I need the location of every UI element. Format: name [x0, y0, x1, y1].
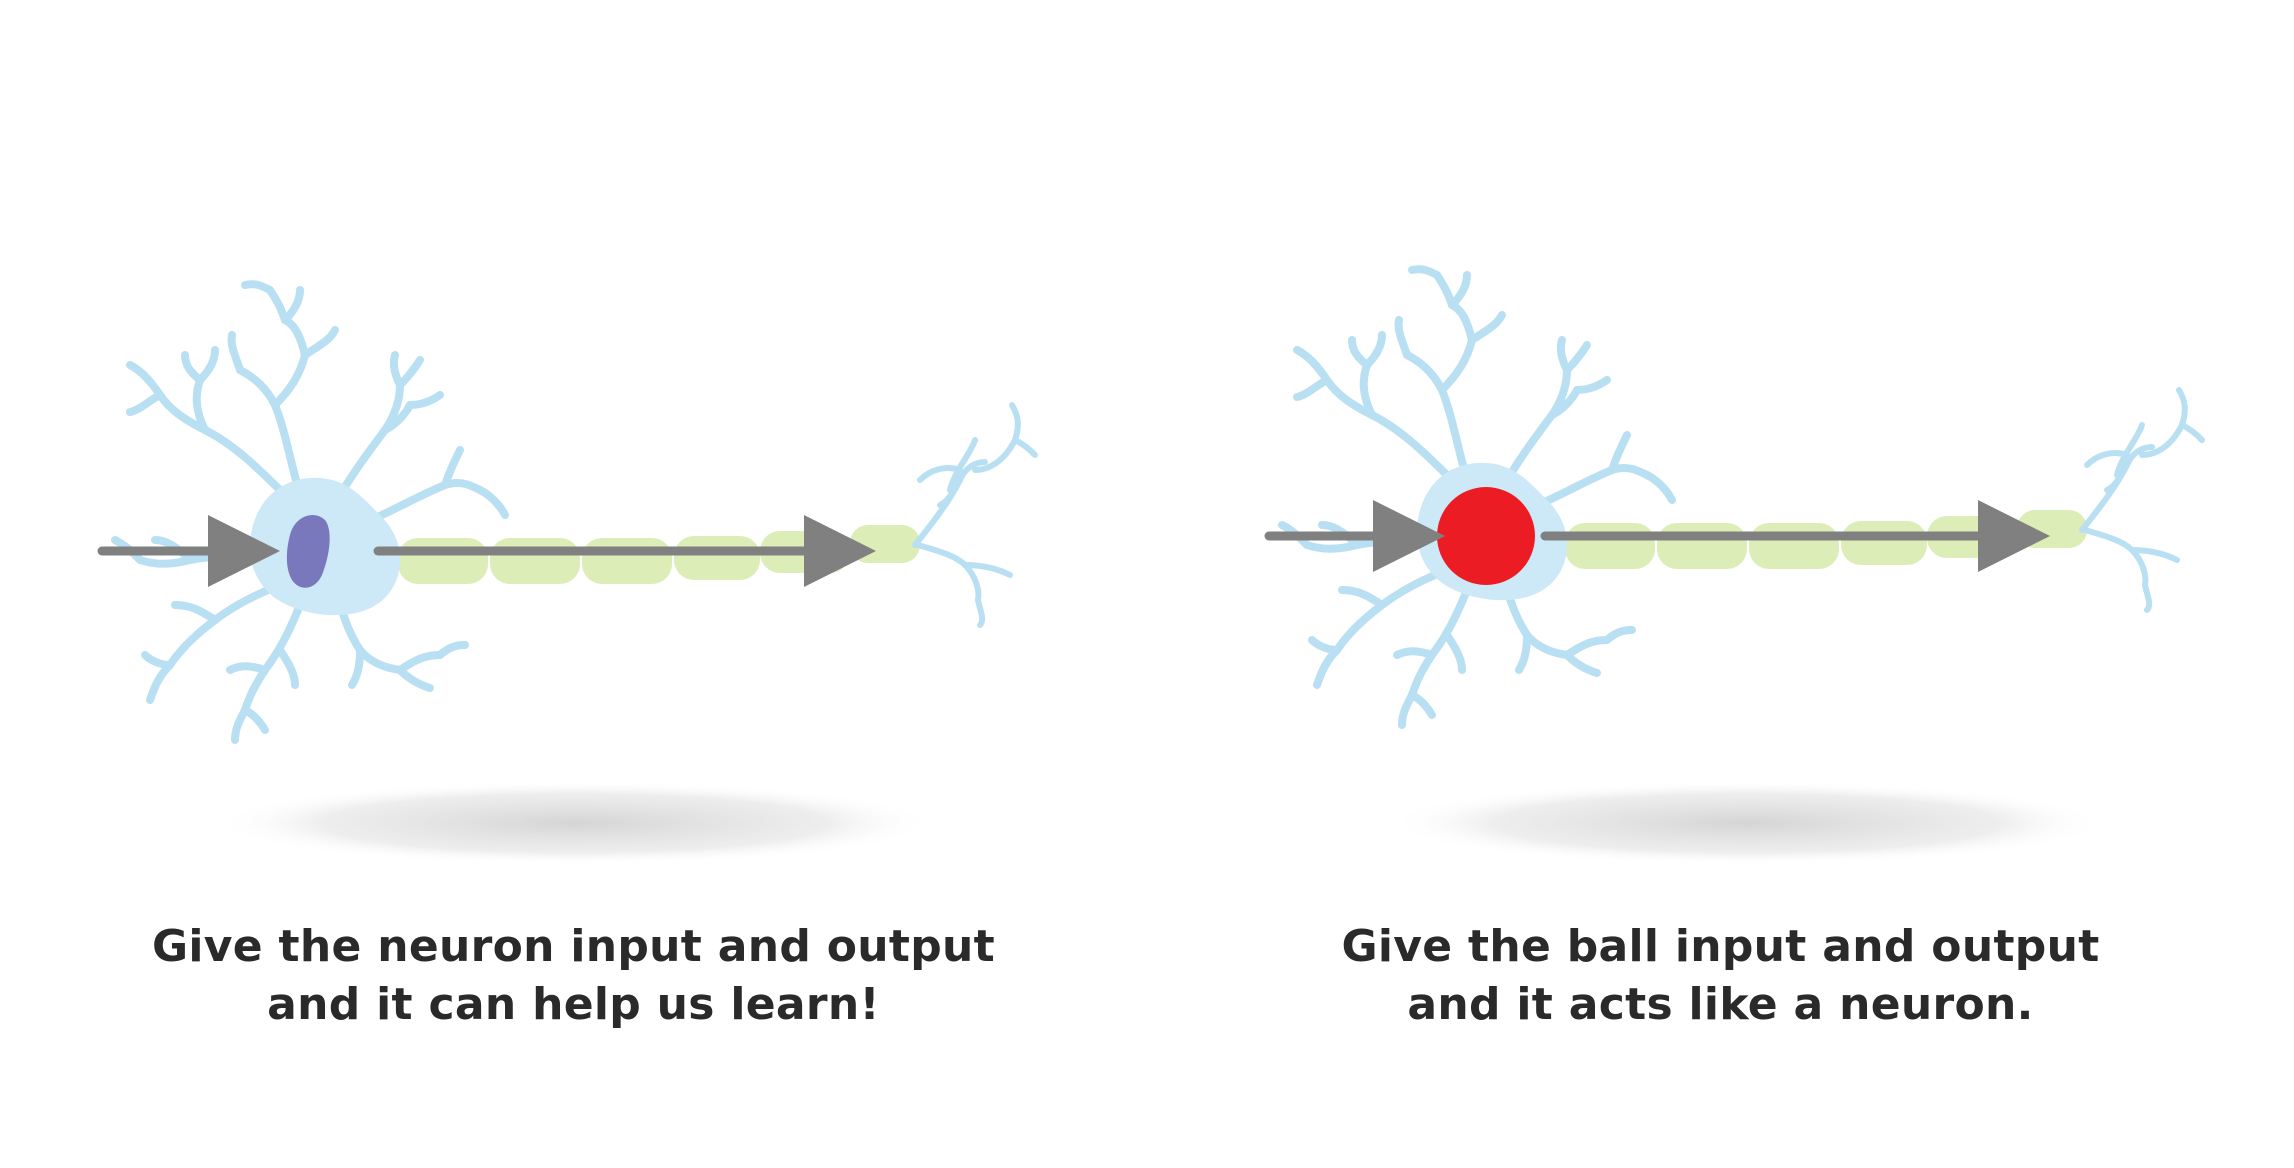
dendrites — [111, 280, 509, 744]
red-ball — [1437, 487, 1535, 585]
panel-neuron: Give the neuron input and output and it … — [0, 280, 1147, 1034]
neuron-diagram — [97, 280, 1038, 865]
ground-shadow — [1387, 781, 2107, 865]
panel-ball-neuron: Give the ball input and output and it ac… — [1147, 0, 2294, 1168]
neuron-nucleus — [286, 515, 330, 588]
dendrites — [1278, 265, 1676, 729]
axon-terminal — [2079, 387, 2205, 613]
neuron-caption: Give the neuron input and output and it … — [0, 918, 1147, 1034]
caption-line-1: Give the ball input and output — [1341, 921, 2100, 972]
caption-line-2: and it can help us learn! — [267, 979, 880, 1030]
caption-line-1: Give the neuron input and output — [151, 921, 996, 972]
axon-terminal — [912, 402, 1038, 628]
ball-neuron-diagram — [1264, 265, 2205, 865]
ground-shadow — [215, 781, 935, 865]
ball-caption: Give the ball input and output and it ac… — [1147, 918, 2294, 1034]
caption-line-2: and it acts like a neuron. — [1407, 979, 2034, 1030]
